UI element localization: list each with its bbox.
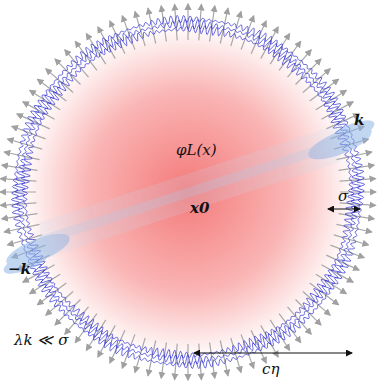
radial-arrow	[220, 341, 228, 376]
radial-arrow	[98, 325, 115, 357]
radial-arrow	[231, 338, 241, 373]
radial-arrow	[122, 334, 135, 368]
field-label: φL(x)	[176, 143, 217, 158]
radial-arrow	[199, 5, 202, 41]
wave-line	[21, 25, 354, 358]
radial-arrow	[12, 126, 46, 139]
radial-arrow	[175, 344, 178, 380]
radial-arrow	[261, 325, 278, 357]
wavevector-label: k	[354, 113, 364, 128]
wave-ring	[11, 15, 364, 368]
opposite-wavevector-label: −k	[8, 262, 31, 277]
radial-arrow	[337, 224, 372, 232]
sigma-arrow	[328, 209, 360, 210]
radial-arrow	[98, 27, 115, 59]
radial-arrow	[0, 191, 36, 192]
radial-arrow	[321, 265, 353, 282]
radial-arrow	[122, 16, 135, 50]
radial-arrow	[241, 334, 254, 368]
radial-arrow	[135, 338, 145, 373]
radial-arrow	[135, 12, 145, 47]
radial-arrow	[4, 224, 39, 232]
wave-beam	[1, 116, 377, 279]
width-label: σ	[338, 189, 348, 204]
radial-arrow	[4, 152, 39, 160]
radius-label: cη	[262, 362, 279, 377]
center-point-label: x0	[190, 201, 209, 216]
radial-arrow	[241, 16, 254, 50]
wave-line	[15, 19, 361, 364]
field-region	[20, 24, 356, 360]
radial-arrows	[0, 4, 376, 380]
wavelength-condition-label: λk ≪ σ	[14, 333, 68, 348]
radial-arrow	[148, 8, 156, 43]
radial-arrow	[210, 6, 215, 42]
radial-arrow	[261, 27, 278, 59]
wave-line	[11, 15, 364, 368]
radial-arrow	[231, 12, 241, 47]
radius-arrow	[194, 353, 352, 354]
radial-arrow	[1, 179, 37, 182]
radial-arrow	[23, 102, 55, 119]
radial-arrow	[161, 343, 166, 379]
radial-arrow	[330, 245, 364, 258]
